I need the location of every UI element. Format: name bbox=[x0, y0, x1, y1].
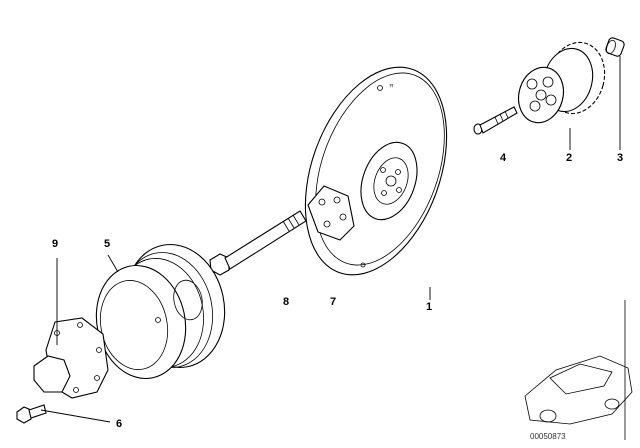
callout-2: 2 bbox=[566, 152, 572, 164]
car-thumbnail-icon bbox=[524, 300, 633, 440]
washer-plate bbox=[307, 185, 355, 241]
callout-4: 4 bbox=[500, 152, 507, 164]
callout-6: 6 bbox=[116, 418, 122, 430]
long-bolt bbox=[209, 210, 307, 276]
leader-lines bbox=[40, 56, 621, 423]
callout-8: 8 bbox=[283, 296, 289, 308]
callout-3: 3 bbox=[617, 152, 623, 164]
sprocket-hub bbox=[517, 41, 606, 124]
bolt-6 bbox=[16, 404, 47, 424]
callout-1: 1 bbox=[426, 301, 432, 313]
callout-5: 5 bbox=[104, 238, 110, 250]
disc-marking: ꟸ bbox=[389, 83, 394, 92]
callout-9: 9 bbox=[52, 238, 58, 250]
sleeve bbox=[605, 37, 625, 57]
pulley bbox=[95, 243, 226, 380]
bolt-4 bbox=[473, 106, 518, 135]
callout-7: 7 bbox=[330, 296, 336, 308]
flywheel-disc: ꟸ bbox=[304, 66, 448, 276]
hub-flange bbox=[33, 317, 109, 399]
reference-number: 00050873 bbox=[530, 432, 566, 441]
